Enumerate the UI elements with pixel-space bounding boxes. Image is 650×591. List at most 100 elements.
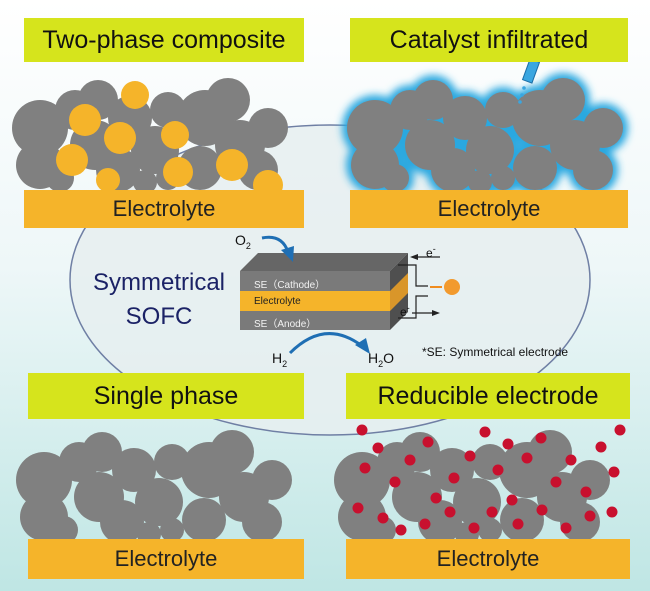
particle [381, 164, 409, 192]
particle [528, 430, 572, 474]
exsolved-nanoparticle [502, 438, 514, 450]
exsolved-nanoparticle [356, 424, 368, 436]
h2o-label: H2O [368, 350, 395, 369]
reducible-title: Reducible electrode [346, 373, 630, 419]
exsolved-nanoparticle [595, 441, 607, 453]
exsolved-nanoparticle [608, 466, 620, 478]
center-title-line2: SOFC [125, 303, 193, 330]
exsolved-nanoparticle [535, 432, 547, 444]
exsolved-nanoparticle [521, 452, 533, 464]
exsolved-nanoparticle [448, 472, 460, 484]
exsolved-nanoparticle [468, 522, 480, 534]
particle [570, 460, 610, 500]
particle [500, 498, 544, 542]
catalyst-particles [347, 78, 623, 194]
se-footnote: *SE: Symmetrical electrode [422, 345, 569, 359]
exsolved-nanoparticle [614, 424, 626, 436]
single-phase-electrolyte: Electrolyte [28, 539, 304, 579]
particle [133, 170, 157, 194]
exsolved-nanoparticle [550, 476, 562, 488]
two-phase-particles [12, 78, 288, 200]
exsolved-nanoparticle [422, 436, 434, 448]
catalyst-electrolyte: Electrolyte [350, 190, 628, 228]
second-phase-particle [56, 144, 88, 176]
particle [368, 516, 396, 544]
particle [491, 166, 515, 190]
exsolved-nanoparticle [444, 506, 456, 518]
single-phase-title: Single phase [28, 373, 304, 419]
exsolved-nanoparticle [536, 504, 548, 516]
particle [347, 100, 403, 156]
load-bulb-icon [430, 279, 460, 295]
particle [431, 148, 475, 192]
exsolved-nanoparticle [430, 492, 442, 504]
exsolved-nanoparticle [492, 464, 504, 476]
cathode-layer-label: SE（Cathode） [254, 280, 326, 291]
cell-stack [240, 253, 408, 330]
exsolved-nanoparticle [584, 510, 596, 522]
exsolved-nanoparticle [479, 426, 491, 438]
particle [206, 78, 250, 122]
exsolved-nanoparticle [506, 494, 518, 506]
particle [413, 80, 453, 120]
particle [100, 500, 144, 544]
reducible-particles [334, 424, 626, 546]
exsolved-nanoparticle [419, 518, 431, 530]
second-phase-particle [121, 81, 149, 109]
particle [485, 92, 521, 128]
particle [50, 516, 78, 544]
exsolved-nanoparticle [359, 462, 371, 474]
particle [150, 92, 186, 128]
second-phase-particle [96, 168, 120, 192]
exsolved-nanoparticle [464, 450, 476, 462]
second-phase-particle [163, 157, 193, 187]
electron-bottom-label: e- [400, 303, 410, 319]
o2-label: O2 [235, 232, 251, 251]
particle [443, 96, 487, 140]
particle [210, 430, 254, 474]
exsolved-nanoparticle [560, 522, 572, 534]
center-title-line1: Symmetrical [92, 269, 225, 296]
particle [16, 452, 72, 508]
particle [466, 126, 514, 174]
exsolved-nanoparticle [377, 512, 389, 524]
exsolved-nanoparticle [395, 524, 407, 536]
particle [12, 100, 68, 156]
particle [252, 460, 292, 500]
o2-arrow [261, 235, 294, 262]
particle [182, 498, 226, 542]
particle [242, 502, 282, 542]
particle [560, 502, 600, 542]
second-phase-particle [69, 104, 101, 136]
particle [160, 518, 184, 542]
exsolved-nanoparticle [512, 518, 524, 530]
electrolyte-layer-label: Electrolyte [254, 296, 301, 307]
external-circuit [398, 264, 428, 319]
particle [478, 518, 502, 542]
anode-layer-label: SE（Anode） [254, 319, 317, 330]
particle [154, 444, 190, 480]
center-title: Symmetrical SOFC [84, 266, 234, 334]
two-phase-title: Two-phase composite [24, 18, 304, 62]
electron-arrow-bottom [412, 310, 440, 316]
catalyst-title: Catalyst infiltrated [350, 18, 628, 62]
exsolved-nanoparticle [580, 486, 592, 498]
exsolved-nanoparticle [389, 476, 401, 488]
h2-label: H2 [272, 350, 288, 369]
particle [541, 78, 585, 122]
particle [468, 170, 492, 194]
particle [513, 146, 557, 190]
second-phase-particle [216, 149, 248, 181]
exsolved-nanoparticle [372, 442, 384, 454]
exsolved-nanoparticle [486, 506, 498, 518]
electron-arrow-top [410, 254, 440, 260]
particle [112, 448, 156, 492]
h2-to-h2o-arrow [288, 332, 370, 355]
particle [430, 448, 474, 492]
exsolved-nanoparticle [404, 454, 416, 466]
particle [248, 108, 288, 148]
single-phase-particles [16, 430, 292, 546]
exsolved-nanoparticle [606, 506, 618, 518]
particle [82, 432, 122, 472]
